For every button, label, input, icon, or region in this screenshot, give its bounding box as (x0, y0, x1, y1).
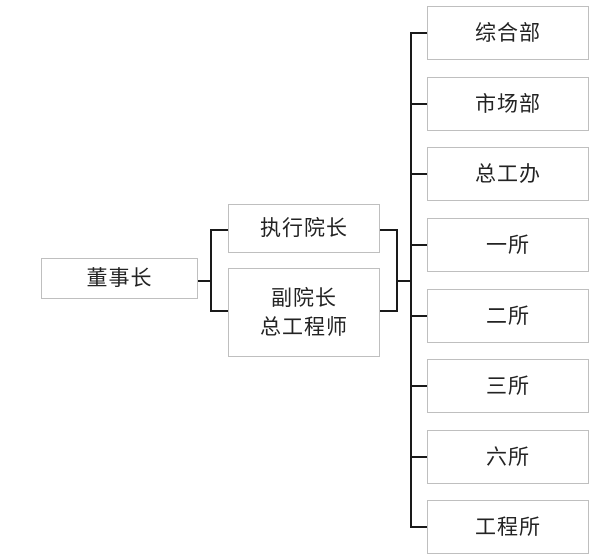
node-chairman-label: 董事长 (86, 266, 153, 291)
node-vice-dean-label-line2: 总工程师 (260, 314, 348, 339)
connector-level3-stub-7 (410, 526, 428, 528)
node-institute-3[interactable]: 三所 (427, 359, 589, 413)
node-executive-dean[interactable]: 执行院长 (228, 204, 380, 253)
node-vice-dean[interactable]: 副院长 总工程师 (228, 268, 380, 357)
connector-level2-stub-executive-dean (210, 229, 230, 231)
connector-executive-dean-out-stub (379, 229, 398, 231)
connector-level3-stub-2 (410, 173, 428, 175)
node-institute-1[interactable]: 一所 (427, 218, 589, 272)
node-institute-1-label: 一所 (486, 232, 530, 257)
connector-level2-stub-vice-dean (210, 310, 230, 312)
connector-level3-stub-4 (410, 315, 428, 317)
connector-level2-trunk (210, 229, 212, 312)
node-institute-2-label: 二所 (486, 303, 530, 328)
connector-level3-trunk (410, 33, 412, 528)
node-vice-dean-label-line1: 副院长 (271, 286, 337, 311)
node-dept-chief-eng-office[interactable]: 总工办 (427, 147, 589, 201)
connector-chairman-stub (198, 280, 212, 282)
connector-level3-stub-0 (410, 32, 428, 34)
node-institute-3-label: 三所 (486, 373, 530, 398)
node-dept-chief-eng-office-label: 总工办 (475, 161, 541, 186)
node-institute-engineering-label: 工程所 (475, 514, 541, 539)
connector-vice-dean-out-stub (379, 310, 398, 312)
connector-merge-to-trunk (396, 280, 412, 282)
node-executive-dean-label: 执行院长 (260, 216, 348, 241)
connector-level3-stub-3 (410, 244, 428, 246)
node-institute-2[interactable]: 二所 (427, 289, 589, 343)
node-institute-engineering[interactable]: 工程所 (427, 500, 589, 554)
connector-level3-stub-1 (410, 103, 428, 105)
node-institute-6[interactable]: 六所 (427, 430, 589, 484)
node-dept-general[interactable]: 综合部 (427, 6, 589, 60)
connector-level2-merge-vertical (396, 229, 398, 312)
node-dept-market[interactable]: 市场部 (427, 77, 589, 131)
node-dept-general-label: 综合部 (475, 20, 541, 45)
node-institute-6-label: 六所 (486, 444, 530, 469)
connector-level3-stub-6 (410, 456, 428, 458)
connector-level3-stub-5 (410, 385, 428, 387)
node-dept-market-label: 市场部 (475, 91, 541, 116)
node-chairman[interactable]: 董事长 (41, 258, 198, 299)
